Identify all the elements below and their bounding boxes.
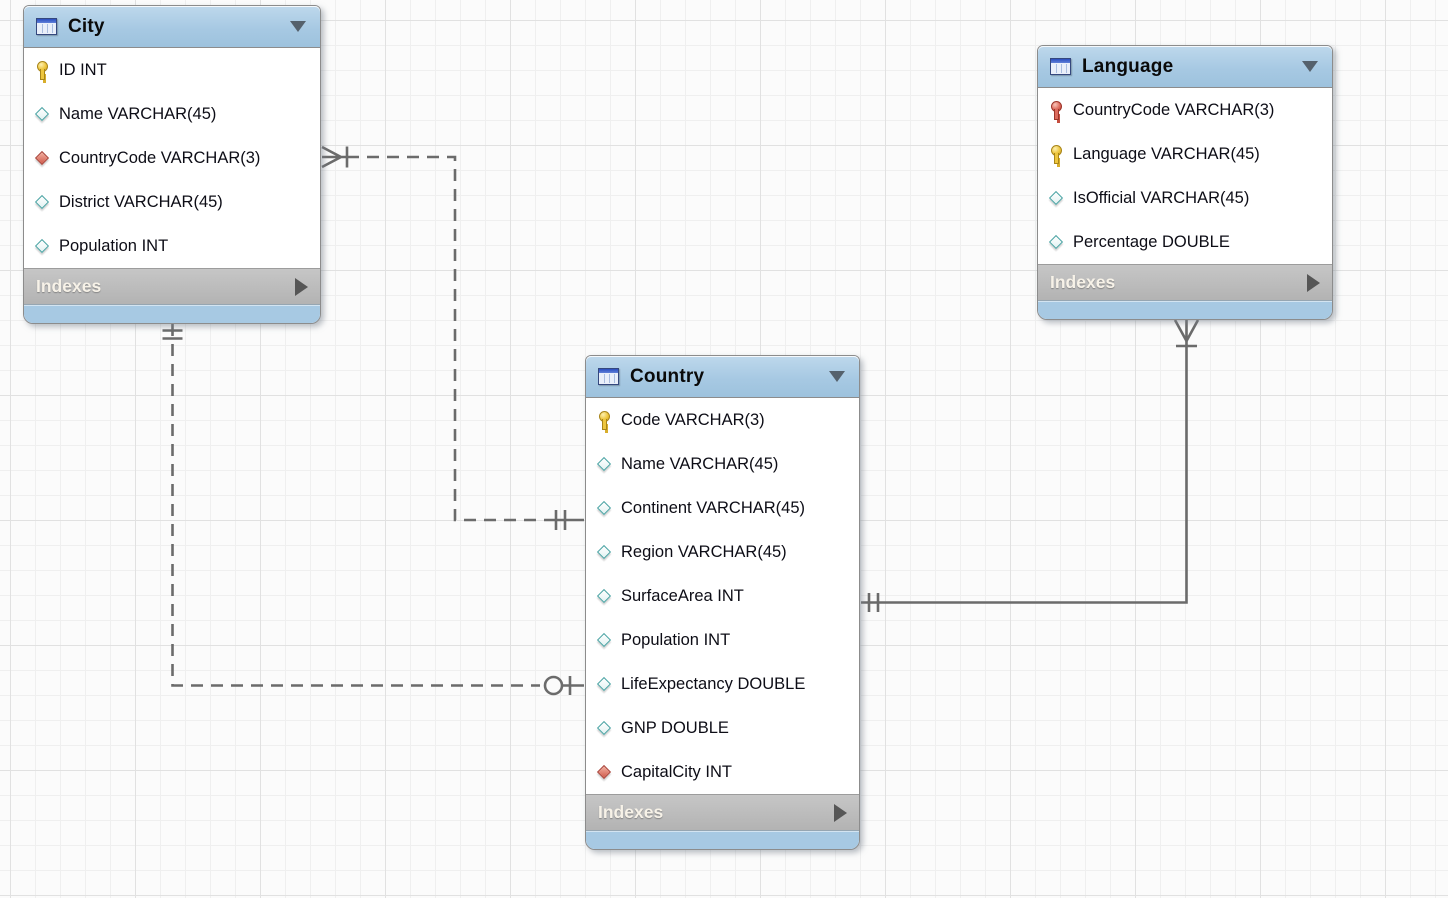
crow-foot-many-icon bbox=[321, 145, 347, 169]
column-row[interactable]: Code VARCHAR(3) bbox=[586, 398, 859, 442]
column-icon bbox=[596, 720, 611, 736]
column-icon bbox=[596, 676, 611, 692]
column-label: CapitalCity INT bbox=[621, 762, 732, 781]
column-row[interactable]: Name VARCHAR(45) bbox=[24, 92, 320, 136]
relationship-language-country[interactable] bbox=[861, 319, 1200, 612]
indexes-label: Indexes bbox=[598, 802, 664, 822]
column-label: Population INT bbox=[59, 236, 169, 255]
column-row[interactable]: CapitalCity INT bbox=[586, 750, 859, 794]
column-label: Language VARCHAR(45) bbox=[1073, 144, 1260, 163]
table-footer bbox=[24, 304, 320, 323]
column-icon bbox=[596, 456, 611, 472]
indexes-bar[interactable]: Indexes bbox=[24, 268, 320, 304]
column-row[interactable]: IsOfficial VARCHAR(45) bbox=[1038, 176, 1332, 220]
column-label: ID INT bbox=[59, 60, 107, 79]
column-icon bbox=[34, 238, 49, 254]
column-row[interactable]: Region VARCHAR(45) bbox=[586, 530, 859, 574]
table-country-columns: Code VARCHAR(3) Name VARCHAR(45) Contine… bbox=[586, 398, 859, 794]
collapse-arrow-icon[interactable] bbox=[829, 371, 845, 382]
column-label: GNP DOUBLE bbox=[621, 718, 729, 737]
foreign-key-icon bbox=[596, 764, 611, 780]
table-city-header[interactable]: City bbox=[24, 6, 320, 48]
expand-arrow-icon[interactable] bbox=[1307, 273, 1320, 292]
crow-foot-many-icon bbox=[1173, 319, 1200, 342]
column-row[interactable]: Name VARCHAR(45) bbox=[586, 442, 859, 486]
column-row[interactable]: ID INT bbox=[24, 48, 320, 92]
relationship-country-capitalcity-city[interactable] bbox=[162, 324, 585, 696]
table-language-header[interactable]: Language bbox=[1038, 46, 1332, 88]
indexes-bar[interactable]: Indexes bbox=[586, 794, 859, 830]
column-label: CountryCode VARCHAR(3) bbox=[1073, 100, 1275, 119]
foreign-key-icon bbox=[34, 150, 49, 166]
column-row[interactable]: Percentage DOUBLE bbox=[1038, 220, 1332, 264]
dashed-connector-line bbox=[171, 324, 540, 687]
table-title: Language bbox=[1082, 55, 1174, 77]
table-icon bbox=[1050, 58, 1071, 75]
table-footer bbox=[1038, 300, 1332, 319]
column-icon bbox=[1048, 190, 1063, 206]
column-icon bbox=[596, 588, 611, 604]
column-label: Name VARCHAR(45) bbox=[59, 104, 217, 123]
collapse-arrow-icon[interactable] bbox=[290, 21, 306, 32]
primary-key-icon bbox=[1050, 144, 1062, 164]
column-row[interactable]: CountryCode VARCHAR(3) bbox=[1038, 88, 1332, 132]
column-label: Code VARCHAR(3) bbox=[621, 410, 765, 429]
column-label: SurfaceArea INT bbox=[621, 586, 744, 605]
table-icon bbox=[36, 18, 57, 35]
column-label: LifeExpectancy DOUBLE bbox=[621, 674, 806, 693]
column-icon bbox=[596, 500, 611, 516]
expand-arrow-icon[interactable] bbox=[295, 277, 308, 296]
column-row[interactable]: Population INT bbox=[24, 224, 320, 268]
column-label: Population INT bbox=[621, 630, 731, 649]
indexes-label: Indexes bbox=[1050, 272, 1116, 292]
column-row[interactable]: CountryCode VARCHAR(3) bbox=[24, 136, 320, 180]
table-language[interactable]: Language CountryCode VARCHAR(3) Language… bbox=[1037, 45, 1333, 320]
table-country[interactable]: Country Code VARCHAR(3) Name VARCHAR(45)… bbox=[585, 355, 860, 850]
column-row[interactable]: GNP DOUBLE bbox=[586, 706, 859, 750]
expand-arrow-icon[interactable] bbox=[834, 803, 847, 822]
table-title: City bbox=[68, 15, 105, 37]
table-language-columns: CountryCode VARCHAR(3) Language VARCHAR(… bbox=[1038, 88, 1332, 264]
solid-connector-line bbox=[861, 341, 1188, 604]
column-row[interactable]: District VARCHAR(45) bbox=[24, 180, 320, 224]
relationship-city-country[interactable] bbox=[321, 145, 584, 531]
table-country-header[interactable]: Country bbox=[586, 356, 859, 398]
table-icon bbox=[598, 368, 619, 385]
column-label: Continent VARCHAR(45) bbox=[621, 498, 806, 517]
collapse-arrow-icon[interactable] bbox=[1302, 61, 1318, 72]
column-label: IsOfficial VARCHAR(45) bbox=[1073, 188, 1250, 207]
column-label: Name VARCHAR(45) bbox=[621, 454, 779, 473]
column-icon bbox=[596, 544, 611, 560]
column-row[interactable]: Population INT bbox=[586, 618, 859, 662]
table-title: Country bbox=[630, 365, 705, 387]
indexes-bar[interactable]: Indexes bbox=[1038, 264, 1332, 300]
indexes-label: Indexes bbox=[36, 276, 102, 296]
column-row[interactable]: LifeExpectancy DOUBLE bbox=[586, 662, 859, 706]
column-icon bbox=[34, 106, 49, 122]
column-row[interactable]: Continent VARCHAR(45) bbox=[586, 486, 859, 530]
primary-key-icon bbox=[598, 410, 610, 430]
primary-foreign-key-icon bbox=[1050, 100, 1062, 120]
zero-circle-icon bbox=[543, 675, 564, 696]
column-label: CountryCode VARCHAR(3) bbox=[59, 148, 261, 167]
column-label: Region VARCHAR(45) bbox=[621, 542, 787, 561]
column-label: District VARCHAR(45) bbox=[59, 192, 223, 211]
table-city[interactable]: City ID INT Name VARCHAR(45) CountryCode… bbox=[23, 5, 321, 324]
column-icon bbox=[1048, 234, 1063, 250]
column-icon bbox=[596, 632, 611, 648]
column-icon bbox=[34, 194, 49, 210]
column-label: Percentage DOUBLE bbox=[1073, 232, 1230, 251]
column-row[interactable]: Language VARCHAR(45) bbox=[1038, 132, 1332, 176]
dashed-connector-line bbox=[347, 155, 544, 522]
one-one-bars-icon bbox=[554, 510, 567, 530]
one-one-bars-icon bbox=[867, 593, 880, 612]
table-city-columns: ID INT Name VARCHAR(45) CountryCode VARC… bbox=[24, 48, 320, 268]
primary-key-icon bbox=[36, 60, 48, 80]
column-row[interactable]: SurfaceArea INT bbox=[586, 574, 859, 618]
table-footer bbox=[586, 830, 859, 849]
